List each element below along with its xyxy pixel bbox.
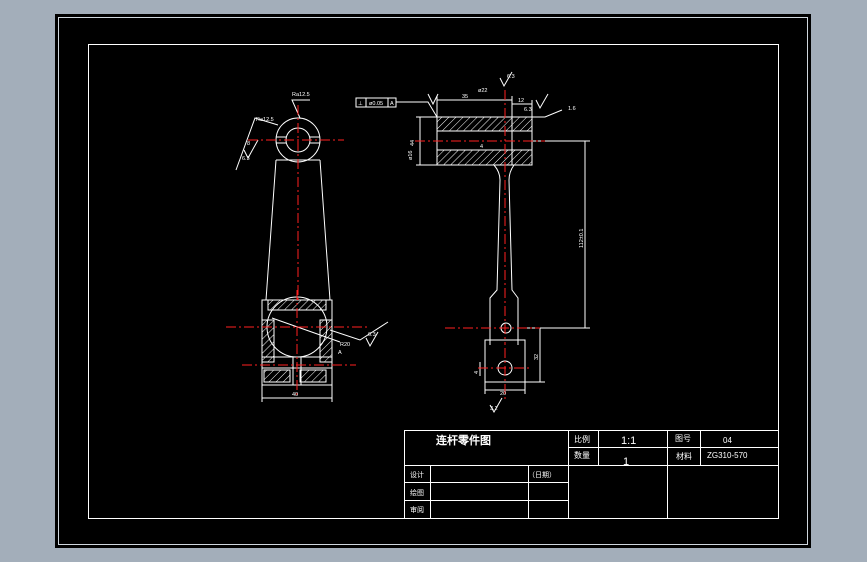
dim-4-top-label: 4	[480, 144, 483, 150]
dim-phi16-label: ø16	[408, 151, 414, 160]
roughness-symbol-bigend	[365, 331, 379, 348]
roughness-symbol-right-side	[535, 93, 549, 110]
geom-tol-leader	[396, 101, 438, 118]
roughness-left-label: Ra12.5	[256, 117, 274, 123]
dim-35-label: 35	[462, 94, 468, 100]
roughness-symbol-right-top	[499, 71, 513, 88]
big-end-side-block	[484, 339, 526, 383]
roughness-leader-right	[532, 109, 563, 118]
dim-12-label: 12	[518, 98, 524, 104]
big-end-cap-hatch-b	[299, 369, 327, 383]
rod-web-outline	[489, 164, 519, 345]
roughness-top-label: Ra12.5	[292, 92, 310, 98]
geom-tol-val: ø0.05	[369, 101, 383, 107]
side-view-centerlines	[415, 90, 545, 400]
dim-20-label: 20	[500, 391, 506, 397]
roughness-right-top-label: 6.3	[507, 74, 515, 80]
geom-tol-sym: ⊥	[358, 100, 363, 107]
drawing-sheet	[55, 14, 811, 548]
roughness-leader-top	[291, 99, 310, 119]
annotation-texts: Ra12.5 Ra12.5 6.3 8 6.3 R20 A 40 6.3 ø22…	[242, 74, 585, 412]
title-block	[404, 430, 779, 519]
dim-4-label: 4	[474, 371, 480, 374]
design-label: 设计	[410, 470, 424, 479]
roughness-leader-bigend	[329, 321, 389, 341]
roughness-right-63: 6.3	[524, 107, 532, 113]
drawing-no-label: 图号	[675, 434, 691, 443]
roughness-left-63: 6.3	[242, 156, 250, 162]
dim-32-label: 32	[534, 354, 540, 360]
drawing-title: 连杆零件图	[436, 433, 491, 447]
qty-label: 数量	[574, 450, 590, 460]
geom-tol-datum: A	[390, 101, 394, 107]
roughness-16-label: 1.6	[568, 106, 576, 112]
drawing-no-value: 04	[723, 436, 732, 445]
dim-112-label: 112±0.1	[579, 229, 585, 248]
roughness-symbol-left	[243, 139, 259, 160]
small-end-hatch-top	[436, 116, 533, 132]
sheet-outer-edge	[58, 17, 808, 545]
front-view-centerlines	[226, 105, 370, 395]
dim-40-label: 40	[292, 392, 298, 398]
roughness-leader-left	[235, 117, 279, 171]
rod-shank-outline	[265, 159, 331, 301]
material-value: ZG310-570	[707, 451, 748, 460]
scale-value: 1:1	[621, 435, 636, 447]
big-end-cap-hatch-a	[263, 369, 291, 383]
dim-44-label: 44	[410, 140, 416, 146]
roughness-32-label: 3.2	[490, 406, 498, 412]
big-end-hatch-left	[261, 319, 275, 363]
dim-8-label: 8	[247, 141, 250, 147]
title-block-text: 连杆零件图 比例 1:1 图号 04 数量 1 材料 ZG310-570 设计 …	[410, 433, 748, 514]
dim-phi22-label: ø22	[478, 88, 487, 94]
scale-label: 比例	[574, 434, 590, 444]
roughness-symbol-bottom	[489, 397, 503, 414]
small-end-hatch-bottom	[436, 149, 533, 166]
review-label: 审阅	[410, 505, 424, 514]
datum-a-label: A	[338, 350, 342, 356]
draw-label: 绘图	[410, 488, 424, 497]
date-label: （日期）	[528, 471, 556, 479]
bore-section-line	[271, 317, 341, 343]
qty-value: 1	[623, 456, 629, 468]
material-label: 材料	[676, 451, 692, 461]
dim-r20-label: R20	[340, 342, 350, 348]
big-end-hatch-right	[319, 319, 333, 363]
wave-break-mark	[427, 93, 439, 106]
roughness-bigend-label: 6.3	[368, 332, 376, 338]
